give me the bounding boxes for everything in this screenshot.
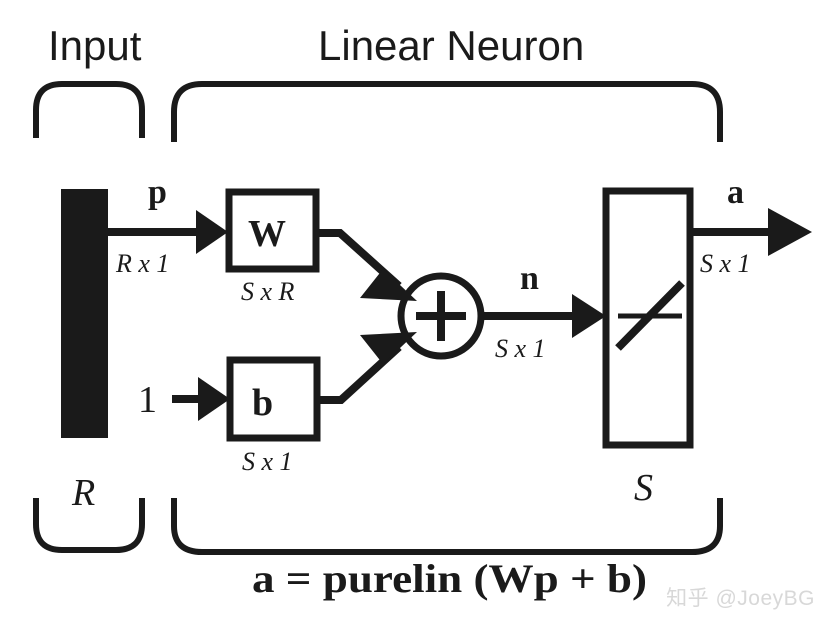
a-output-arrowhead — [768, 208, 812, 256]
weight-dimension-label: S x R — [241, 277, 295, 306]
neuron-top-bracket — [171, 81, 723, 142]
neuron-section-header: Linear Neuron — [318, 22, 584, 69]
n-signal-label: n — [520, 260, 539, 297]
bias-input-arrowhead — [198, 377, 230, 421]
bias-constant-label: 1 — [138, 379, 157, 421]
weight-to-sum-arrowhead — [360, 269, 417, 301]
bias-vector-box — [226, 356, 321, 442]
watermark-text: 知乎 @JoeyBG — [666, 587, 815, 610]
a-dimension-label: S x 1 — [700, 249, 751, 278]
a-output-label: a — [727, 174, 744, 211]
input-vector-bar — [61, 189, 108, 438]
weight-to-sum-line — [316, 229, 402, 289]
transfer-function-box — [602, 187, 694, 449]
bias-vector-label: b — [252, 382, 273, 424]
purelin-ramp-line — [615, 280, 685, 351]
weight-matrix-label: W — [248, 213, 286, 255]
input-section-header: Input — [48, 22, 142, 69]
neuron-count-label: S — [634, 467, 653, 509]
bias-dimension-label: S x 1 — [242, 447, 293, 476]
neuron-bottom-bracket — [171, 498, 723, 555]
neuron-equation: a = purelin (Wp + b) — [252, 556, 647, 601]
input-top-bracket — [33, 81, 145, 138]
n-dimension-label: S x 1 — [495, 334, 546, 363]
p-dimension-label: R x 1 — [115, 249, 169, 278]
input-size-label: R — [71, 472, 95, 514]
p-arrowhead — [196, 210, 228, 254]
n-arrowhead — [572, 294, 606, 338]
bias-to-sum-arrowhead — [360, 332, 417, 364]
input-bottom-bracket — [33, 498, 145, 553]
bias-to-sum-line — [317, 344, 402, 404]
p-signal-label: p — [148, 174, 167, 211]
